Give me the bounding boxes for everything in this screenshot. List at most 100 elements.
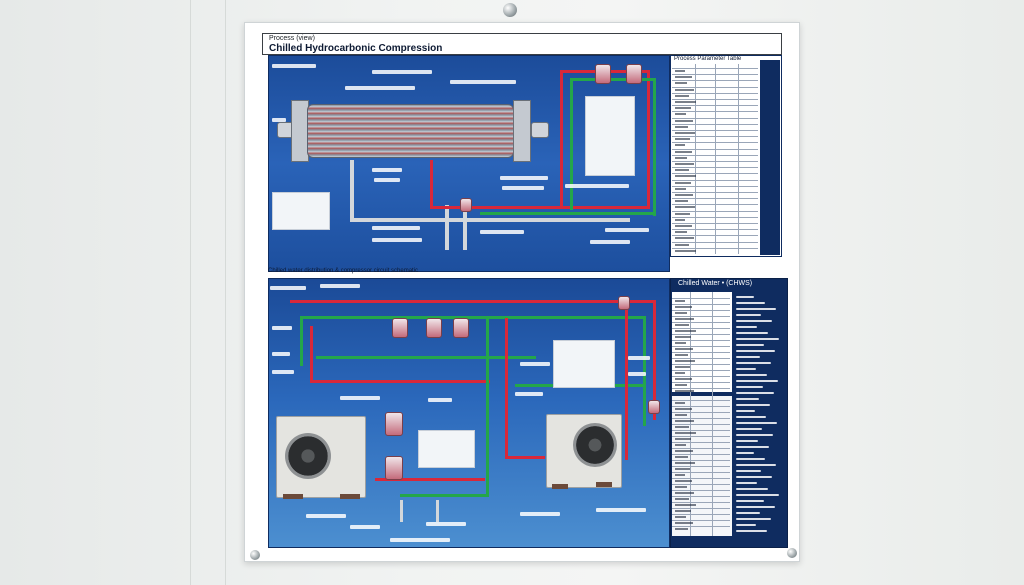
side-legend-text (736, 392, 774, 394)
table-row-rule (672, 185, 758, 187)
table-cell-text (675, 144, 685, 147)
table-row-rule (672, 298, 730, 299)
hx-flange-right (513, 100, 531, 162)
poster-header: Process (view) Chilled Hydrocarbonic Com… (262, 33, 782, 55)
table-cell-text (675, 312, 687, 314)
pipe-segment (463, 205, 467, 250)
table-cell-text (675, 150, 692, 153)
valve-icon (453, 318, 469, 338)
pushpin-icon (250, 550, 260, 560)
table-cell-text (675, 492, 694, 494)
table-cell-text (675, 163, 694, 165)
table-column-rule (715, 64, 716, 254)
side-legend-text (736, 428, 762, 430)
table-row-rule (672, 86, 758, 88)
annotation-label (372, 168, 402, 172)
table-row-rule (672, 520, 730, 521)
table-row-rule (672, 514, 730, 515)
table-cell-text (675, 138, 690, 141)
table-row-rule (672, 502, 730, 503)
annotation-label (428, 398, 452, 402)
table-row-rule (672, 99, 758, 100)
valve-icon (595, 64, 611, 84)
side-legend-text (736, 380, 778, 382)
table-cell-text (675, 516, 686, 518)
table-cell-text (675, 187, 686, 190)
table-cell-text (675, 486, 687, 488)
condenser-foot (596, 482, 612, 487)
table-cell-text (675, 231, 687, 234)
annotation-label (520, 512, 560, 516)
table-cell-text (675, 426, 689, 428)
table-cell-text (675, 113, 686, 116)
valve-icon (626, 64, 642, 84)
table-row-rule (672, 142, 758, 144)
hx-outlet (531, 122, 549, 138)
table-row-rule (672, 167, 758, 169)
side-legend-title: Chilled Water • (CHWS) (678, 280, 753, 287)
table-column-rule (695, 64, 696, 254)
pipe-segment (310, 380, 490, 383)
table-cell-text (675, 342, 686, 344)
pipe-segment (486, 318, 489, 496)
side-legend-text (736, 482, 757, 484)
pipe-segment (400, 500, 403, 522)
pipe-segment (300, 316, 646, 319)
table-cell-text (675, 107, 691, 110)
side-legend-text (736, 368, 756, 370)
side-legend-text (736, 476, 772, 478)
side-legend-text (736, 332, 768, 334)
table-cell-text (675, 132, 695, 134)
table-cell-text (675, 169, 689, 172)
table-row-rule (672, 328, 730, 329)
table-row-rule (672, 478, 730, 479)
side-legend-text (736, 440, 758, 442)
table-row-rule (672, 92, 758, 94)
table-row-rule (672, 117, 758, 119)
fan-icon (285, 433, 331, 479)
table-cell-text (675, 468, 690, 470)
pipe-segment (400, 494, 489, 497)
pipe-segment (350, 160, 354, 222)
table-row-rule (672, 376, 730, 377)
annotation-label (350, 525, 380, 529)
annotation-label (515, 392, 543, 396)
annotation-label (320, 284, 360, 288)
table-row-rule (672, 111, 758, 113)
pipe-segment (445, 205, 449, 250)
side-legend-text (736, 326, 757, 328)
table-cell-text (675, 194, 693, 196)
table-cell-text (675, 119, 693, 122)
table-row-rule (672, 223, 758, 224)
poster-title: Chilled Hydrocarbonic Compression (269, 43, 443, 54)
table-row-rule (672, 358, 730, 359)
table-cell-text (675, 462, 695, 464)
pipe-segment (570, 78, 573, 210)
table-cell-text (675, 504, 696, 506)
side-legend-text (736, 422, 777, 424)
valve-icon (426, 318, 442, 338)
table-cell-text (675, 348, 693, 350)
mini-diagram (553, 340, 615, 388)
bottom-schematic-panel (268, 278, 670, 548)
pipe-segment (647, 70, 650, 208)
table-cell-text (675, 243, 689, 246)
condenser-unit-icon (546, 414, 622, 488)
table-row-rule (672, 105, 758, 107)
section-heading: Chilled water distribution & compressor … (268, 268, 419, 274)
mini-diagram (585, 96, 635, 176)
table-row-rule (672, 198, 758, 200)
table-row-rule (672, 123, 758, 125)
annotation-label (372, 238, 422, 242)
table-column-rule (738, 64, 739, 254)
annotation-label (480, 230, 524, 234)
side-legend-text (736, 374, 767, 376)
table-row-rule (672, 388, 730, 389)
side-legend-text (736, 302, 765, 304)
table-cell-text (675, 366, 690, 368)
table-row-rule (672, 241, 758, 243)
annotation-label (450, 80, 516, 84)
table-row-rule (672, 382, 730, 383)
table-row-rule (672, 508, 730, 509)
valve-icon (385, 412, 403, 436)
